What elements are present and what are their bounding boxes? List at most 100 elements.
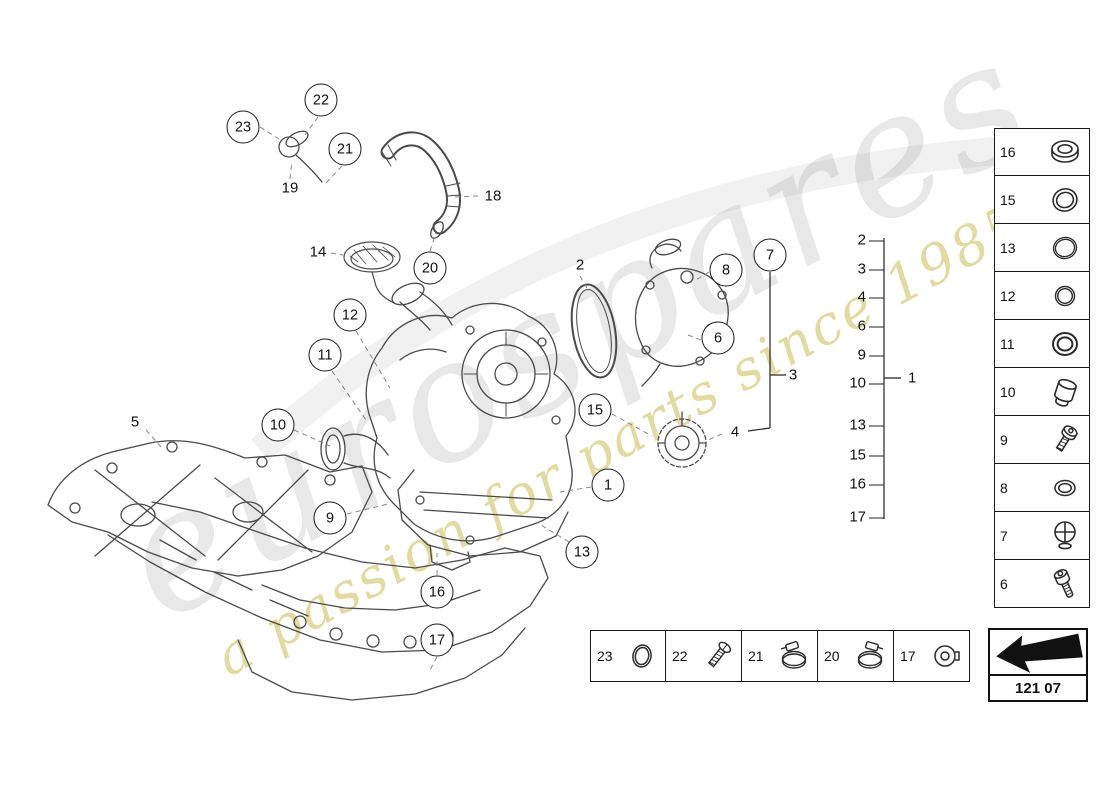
part-callout-number: 16 <box>428 584 446 600</box>
part-number: 21 <box>748 648 764 664</box>
part-cell-17[interactable]: 17 <box>894 630 970 682</box>
o-ring-icon <box>1046 276 1084 316</box>
part-number: 6 <box>1000 575 1008 592</box>
part-number: 15 <box>1000 191 1016 208</box>
part-callout-number: 1 <box>603 477 613 493</box>
parts-thumbnail-list: 16 15 13 <box>994 128 1090 608</box>
gasket-drawing <box>570 283 618 379</box>
ref-list-number-text: 13 <box>849 416 866 434</box>
part-callout-number: 22 <box>312 92 330 108</box>
seal-ring-icon <box>1046 468 1084 508</box>
ref-list-number-text: 10 <box>849 374 866 392</box>
part-callout-number: 10 <box>269 417 287 433</box>
part-label-number: 2 <box>575 256 585 274</box>
part-number: 8 <box>1000 479 1008 496</box>
part-number: 9 <box>1000 431 1008 448</box>
part-number: 17 <box>900 648 916 664</box>
page-code-box[interactable]: 121 07 <box>988 628 1088 702</box>
part-thumb-16[interactable]: 16 <box>994 128 1090 176</box>
part-callout: 13 <box>565 535 599 569</box>
ref-list-number: 16 <box>830 475 884 493</box>
torx-screw-icon <box>1046 420 1084 460</box>
ref-list-number-text: 16 <box>849 475 866 493</box>
part-callout: 6 <box>701 321 735 355</box>
part-number: 13 <box>1000 239 1016 256</box>
part-callout: 17 <box>420 623 454 657</box>
elbow-drawing <box>278 130 323 183</box>
ref-list-number-text: 9 <box>857 346 866 364</box>
part-cell-22[interactable]: 22 <box>666 630 742 682</box>
part-label-number: 19 <box>281 179 299 197</box>
part-callout: 21 <box>328 132 362 166</box>
cap-icon <box>1046 516 1084 556</box>
ref-list-number: 15 <box>830 446 884 464</box>
leader-lines <box>145 116 723 671</box>
part-number: 11 <box>1000 335 1015 352</box>
part-callout-number: 21 <box>336 141 354 157</box>
oil-pump-drawing <box>320 282 576 571</box>
part-callout-number: 11 <box>317 347 333 363</box>
ref-list-number: 2 <box>830 232 884 249</box>
part-callout-number: 17 <box>428 632 446 648</box>
part-number: 20 <box>824 648 840 664</box>
part-thumb-10[interactable]: 10 <box>994 368 1090 416</box>
part-label-number: 18 <box>484 187 502 205</box>
ref-bracket-lines <box>747 238 901 519</box>
ref-list-number: 10 <box>830 374 884 392</box>
part-label: 5 <box>131 414 139 431</box>
part-callout: 23 <box>226 110 260 144</box>
part-thumb-13[interactable]: 13 <box>994 224 1090 272</box>
part-callout: 20 <box>413 251 447 285</box>
part-cell-23[interactable]: 23 <box>590 630 666 682</box>
part-callout-number: 23 <box>234 119 252 135</box>
part-thumb-6[interactable]: 6 <box>994 560 1090 608</box>
part-callout: 15 <box>578 393 612 427</box>
part-label-number: 3 <box>788 366 798 384</box>
ref-list-number-text: 17 <box>849 508 866 526</box>
part-callout-number: 15 <box>586 402 604 418</box>
part-label: 18 <box>485 188 502 205</box>
part-cell-21[interactable]: 21 <box>742 630 818 682</box>
strainer-drawing <box>343 241 401 305</box>
part-callout-number: 9 <box>325 510 335 526</box>
part-thumb-12[interactable]: 12 <box>994 272 1090 320</box>
hose-drawing <box>380 131 462 239</box>
part-thumb-7[interactable]: 7 <box>994 512 1090 560</box>
hose-clamp-icon <box>853 636 887 676</box>
ref-list-number: 17 <box>830 508 884 526</box>
crankcase-drawing <box>47 440 549 701</box>
part-thumb-15[interactable]: 15 <box>994 176 1090 224</box>
part-callout: 1 <box>591 468 625 502</box>
part-label: 19 <box>282 180 299 197</box>
part-number: 10 <box>1000 383 1016 400</box>
assembly-ref-number: 1 <box>908 369 917 387</box>
part-thumb-9[interactable]: 9 <box>994 416 1090 464</box>
part-label-number: 5 <box>130 413 140 431</box>
ref-list-number-text: 15 <box>849 446 866 464</box>
part-label-number: 14 <box>309 243 327 261</box>
part-number: 22 <box>672 648 688 664</box>
part-callout: 11 <box>308 338 342 372</box>
part-label: 2 <box>576 257 584 274</box>
part-callout: 12 <box>333 298 367 332</box>
screw-icon <box>701 636 735 676</box>
ref-list-number-text: 6 <box>857 317 866 335</box>
part-thumb-11[interactable]: 11 <box>994 320 1090 368</box>
part-callout: 8 <box>709 253 743 287</box>
part-number: 7 <box>1000 527 1008 544</box>
part-callout-number: 8 <box>721 262 731 278</box>
ref-list-number: 4 <box>830 289 884 306</box>
part-callout: 7 <box>753 238 787 272</box>
part-label: 14 <box>310 244 327 261</box>
ref-list-number: 3 <box>830 261 884 278</box>
part-callout: 9 <box>313 501 347 535</box>
part-callout: 16 <box>420 575 454 609</box>
part-number: 23 <box>597 648 613 664</box>
o-ring-icon <box>1046 180 1084 220</box>
ref-list-number: 9 <box>830 346 884 364</box>
part-thumb-8[interactable]: 8 <box>994 464 1090 512</box>
o-ring-icon <box>625 636 659 676</box>
part-cell-20[interactable]: 20 <box>818 630 894 682</box>
